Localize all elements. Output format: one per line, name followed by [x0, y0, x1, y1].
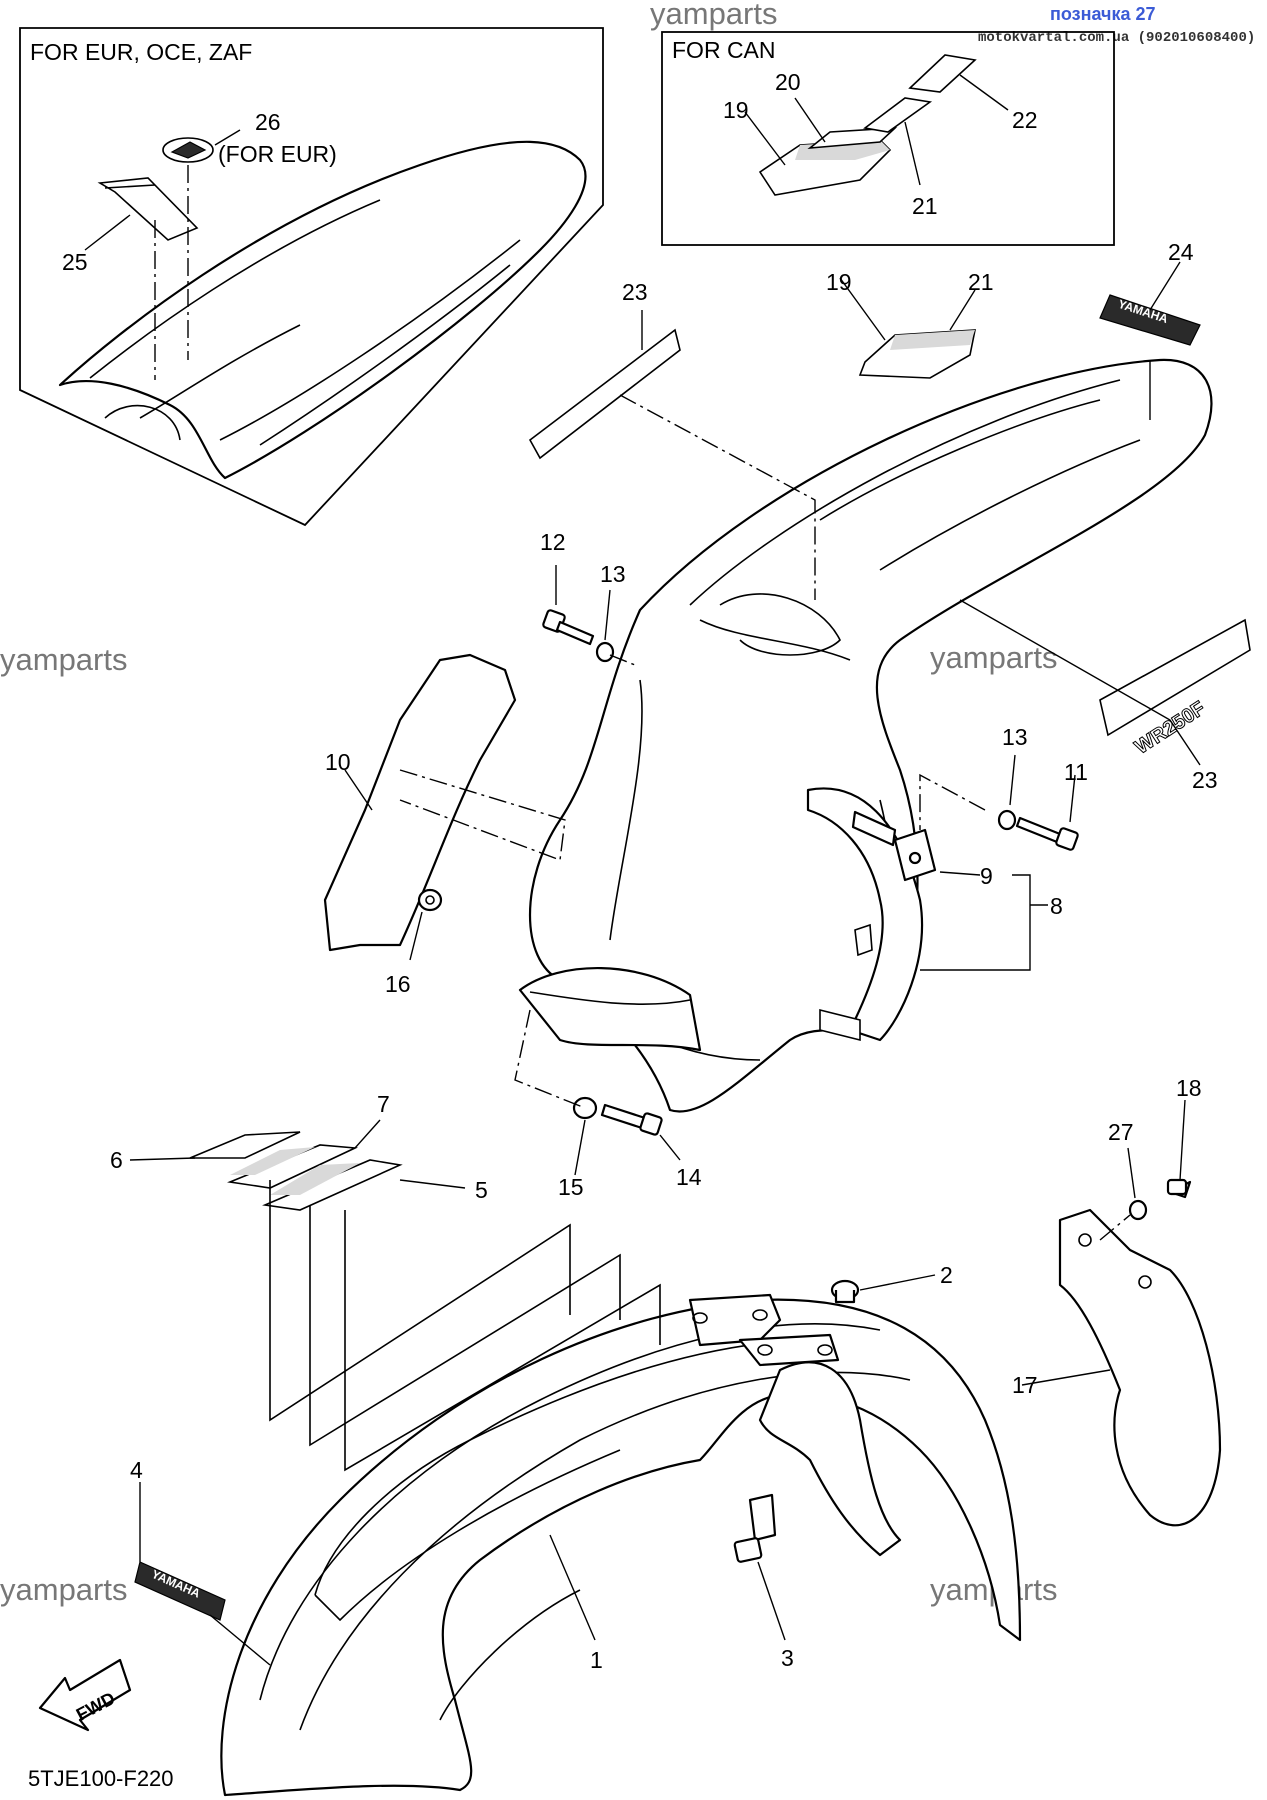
callout-21-can: 21 — [912, 193, 938, 219]
bracket-9: 9 8 — [851, 810, 1063, 971]
decal-19-21-main: 19 21 — [826, 269, 994, 379]
callout-26-note: (FOR EUR) — [218, 141, 337, 167]
callout-20: 20 — [775, 69, 801, 95]
callout-5: 5 — [475, 1177, 488, 1203]
watermark-right-upper: yamparts — [930, 640, 1057, 675]
watermark-top: yamparts — [650, 0, 777, 31]
watermark-left-upper: yamparts — [0, 642, 127, 677]
inset-eur-oce-zaf: FOR EUR, OCE, ZAF 25 26 (FOR EUR) — [19, 27, 604, 527]
decal-23-model: WR250F 23 — [959, 599, 1251, 793]
callout-26: 26 — [255, 109, 281, 135]
inset-can-label: FOR CAN — [672, 37, 776, 63]
decal-22-can — [908, 54, 977, 93]
callout-7: 7 — [377, 1091, 390, 1117]
bolt-14-assembly: 15 14 — [514, 1009, 702, 1200]
bolt-12-assembly: 12 13 — [540, 529, 636, 666]
header-subtitle: motokvartal.com.ua (902010608400) — [978, 30, 1255, 46]
inset-can: FOR CAN 19 20 21 22 — [661, 31, 1115, 246]
washer-16: 16 — [385, 888, 443, 997]
callout-27: 27 — [1108, 1119, 1134, 1145]
callout-11: 11 — [1064, 759, 1088, 785]
callout-19-main: 19 — [826, 269, 852, 295]
callout-17: 17 — [1012, 1372, 1038, 1398]
front-fender: 1 — [220, 1293, 1022, 1797]
decal-20-can — [807, 127, 898, 150]
decals-5-6-7: 6 7 5 — [110, 1091, 661, 1472]
callout-13-right: 13 — [1002, 724, 1028, 750]
callout-10: 10 — [325, 749, 351, 775]
callout-18: 18 — [1176, 1075, 1202, 1101]
callout-23-model: 23 — [1192, 767, 1218, 793]
callout-6: 6 — [110, 1147, 123, 1173]
callout-8: 8 — [1050, 893, 1063, 919]
decal-23-stripe: 23 — [528, 279, 816, 600]
bolt-11-assembly: 13 11 — [919, 724, 1088, 851]
watermark-left-lower: yamparts — [0, 1572, 127, 1607]
header-title: позначка 27 — [1050, 4, 1156, 24]
callout-24: 24 — [1168, 239, 1194, 265]
callout-4: 4 — [130, 1457, 143, 1483]
callout-16: 16 — [385, 971, 411, 997]
callout-15: 15 — [558, 1174, 584, 1200]
fwd-arrow-icon: FWD — [38, 1658, 132, 1732]
callout-23-top: 23 — [622, 279, 648, 305]
callout-3: 3 — [781, 1645, 794, 1671]
callout-22: 22 — [1012, 107, 1038, 133]
callout-12: 12 — [540, 529, 566, 555]
rear-fender — [518, 358, 1213, 1113]
bolt-3: 3 — [733, 1493, 794, 1671]
callout-2: 2 — [940, 1262, 953, 1288]
callout-14: 14 — [676, 1164, 702, 1190]
inset-eur-label: FOR EUR, OCE, ZAF — [30, 39, 252, 65]
diagram-code: 5TJE100-F220 — [28, 1766, 174, 1791]
part-17-plate: 17 27 18 — [1012, 1075, 1222, 1527]
callout-1: 1 — [590, 1647, 603, 1673]
callout-25: 25 — [62, 249, 88, 275]
part-10-panel: 10 — [323, 653, 566, 952]
bolt-2: 2 — [830, 1262, 953, 1304]
callout-9: 9 — [980, 863, 993, 889]
callout-13-upper: 13 — [600, 561, 626, 587]
decal-25 — [97, 177, 199, 241]
decal-21-can — [863, 97, 933, 133]
callout-21-main: 21 — [968, 269, 994, 295]
callout-19-can: 19 — [723, 97, 749, 123]
